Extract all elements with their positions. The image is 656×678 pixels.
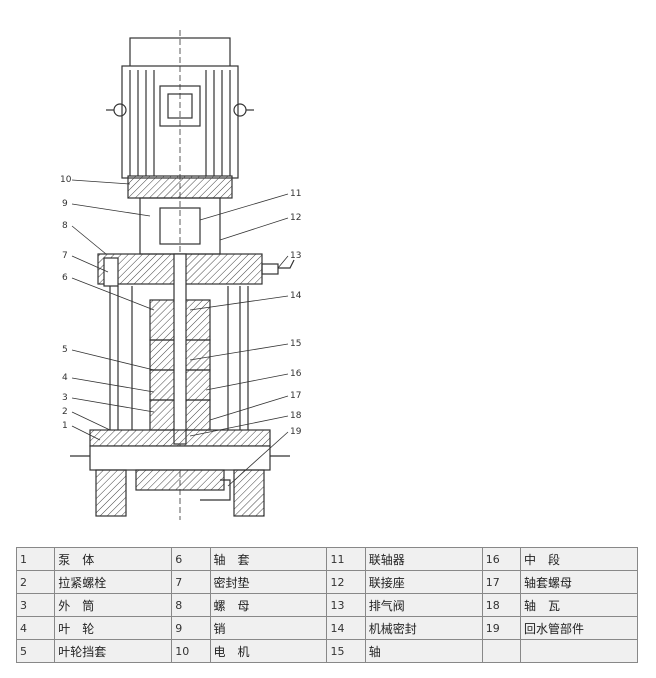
part-name: 排气阀 [364,593,483,617]
callout-15: 15 [290,339,301,349]
part-name: 中 段 [519,547,639,571]
callout-14: 14 [290,291,302,301]
part-number [481,639,521,663]
part-number: 14 [326,616,366,640]
part-number: 7 [171,570,211,594]
impeller-stack [149,253,211,445]
part-name: 轴 套 [209,547,328,571]
parts-legend-table: 1 泵 体 6 轴 套 11 联轴器 16 中 段 2 拉紧螺栓 7 密封垫 1… [15,547,639,663]
part-name: 外 筒 [54,593,173,617]
callout-18: 18 [290,411,302,421]
pump-body [70,429,290,517]
part-number: 1 [15,547,56,571]
part-name: 叶轮挡套 [54,639,173,663]
part-number: 8 [171,593,211,617]
part-name: 联接座 [364,570,483,594]
callout-3: 3 [62,393,68,403]
callout-17: 17 [290,391,301,401]
pump-cross-section-drawing: 10 9 8 7 6 5 4 3 2 1 11 12 13 14 15 16 1… [50,0,370,540]
part-number: 12 [326,570,366,594]
callout-9: 9 [62,199,68,209]
callout-labels: 10 9 8 7 6 5 4 3 2 1 11 12 13 14 15 16 1… [60,175,302,437]
part-name: 泵 体 [54,547,173,571]
part-name [519,639,639,663]
callout-8: 8 [62,221,68,231]
part-name: 密封垫 [209,570,328,594]
part-name: 叶 轮 [54,616,173,640]
part-number: 17 [481,570,521,594]
part-number: 18 [481,593,521,617]
table-row: 1 泵 体 6 轴 套 11 联轴器 16 中 段 [15,547,639,571]
callout-10: 10 [60,175,72,185]
callout-12: 12 [290,213,301,223]
callout-11: 11 [290,189,301,199]
part-name: 螺 母 [209,593,328,617]
part-number: 9 [171,616,211,640]
table-row: 5 叶轮挡套 10 电 机 15 轴 [15,639,639,663]
callout-6: 6 [62,273,68,283]
part-number: 19 [481,616,521,640]
part-number: 16 [481,547,521,571]
part-name: 轴 瓦 [519,593,639,617]
callout-5: 5 [62,345,68,355]
part-name: 回水管部件 [519,616,639,640]
part-number: 2 [15,570,56,594]
part-name: 机械密封 [364,616,483,640]
part-number: 13 [326,593,366,617]
callout-19: 19 [290,427,302,437]
part-name: 轴套螺母 [519,570,639,594]
part-name: 轴 [364,639,483,663]
callout-4: 4 [62,373,68,383]
outer-cylinder [103,257,249,430]
part-number: 11 [326,547,366,571]
callout-2: 2 [62,407,68,417]
vent-valve [261,259,295,275]
table-row: 3 外 筒 8 螺 母 13 排气阀 18 轴 瓦 [15,593,639,617]
callout-13: 13 [290,251,301,261]
callout-1: 1 [62,421,68,431]
part-number: 4 [15,616,56,640]
part-number: 10 [171,639,211,663]
part-name: 销 [209,616,328,640]
part-name: 拉紧螺栓 [54,570,173,594]
part-name: 电 机 [209,639,328,663]
callout-16: 16 [290,369,302,379]
part-number: 15 [326,639,366,663]
callout-7: 7 [62,251,68,261]
part-number: 3 [15,593,56,617]
table-row: 4 叶 轮 9 销 14 机械密封 19 回水管部件 [15,616,639,640]
part-number: 6 [171,547,211,571]
part-number: 5 [15,639,56,663]
table-row: 2 拉紧螺栓 7 密封垫 12 联接座 17 轴套螺母 [15,570,639,594]
part-name: 联轴器 [364,547,483,571]
